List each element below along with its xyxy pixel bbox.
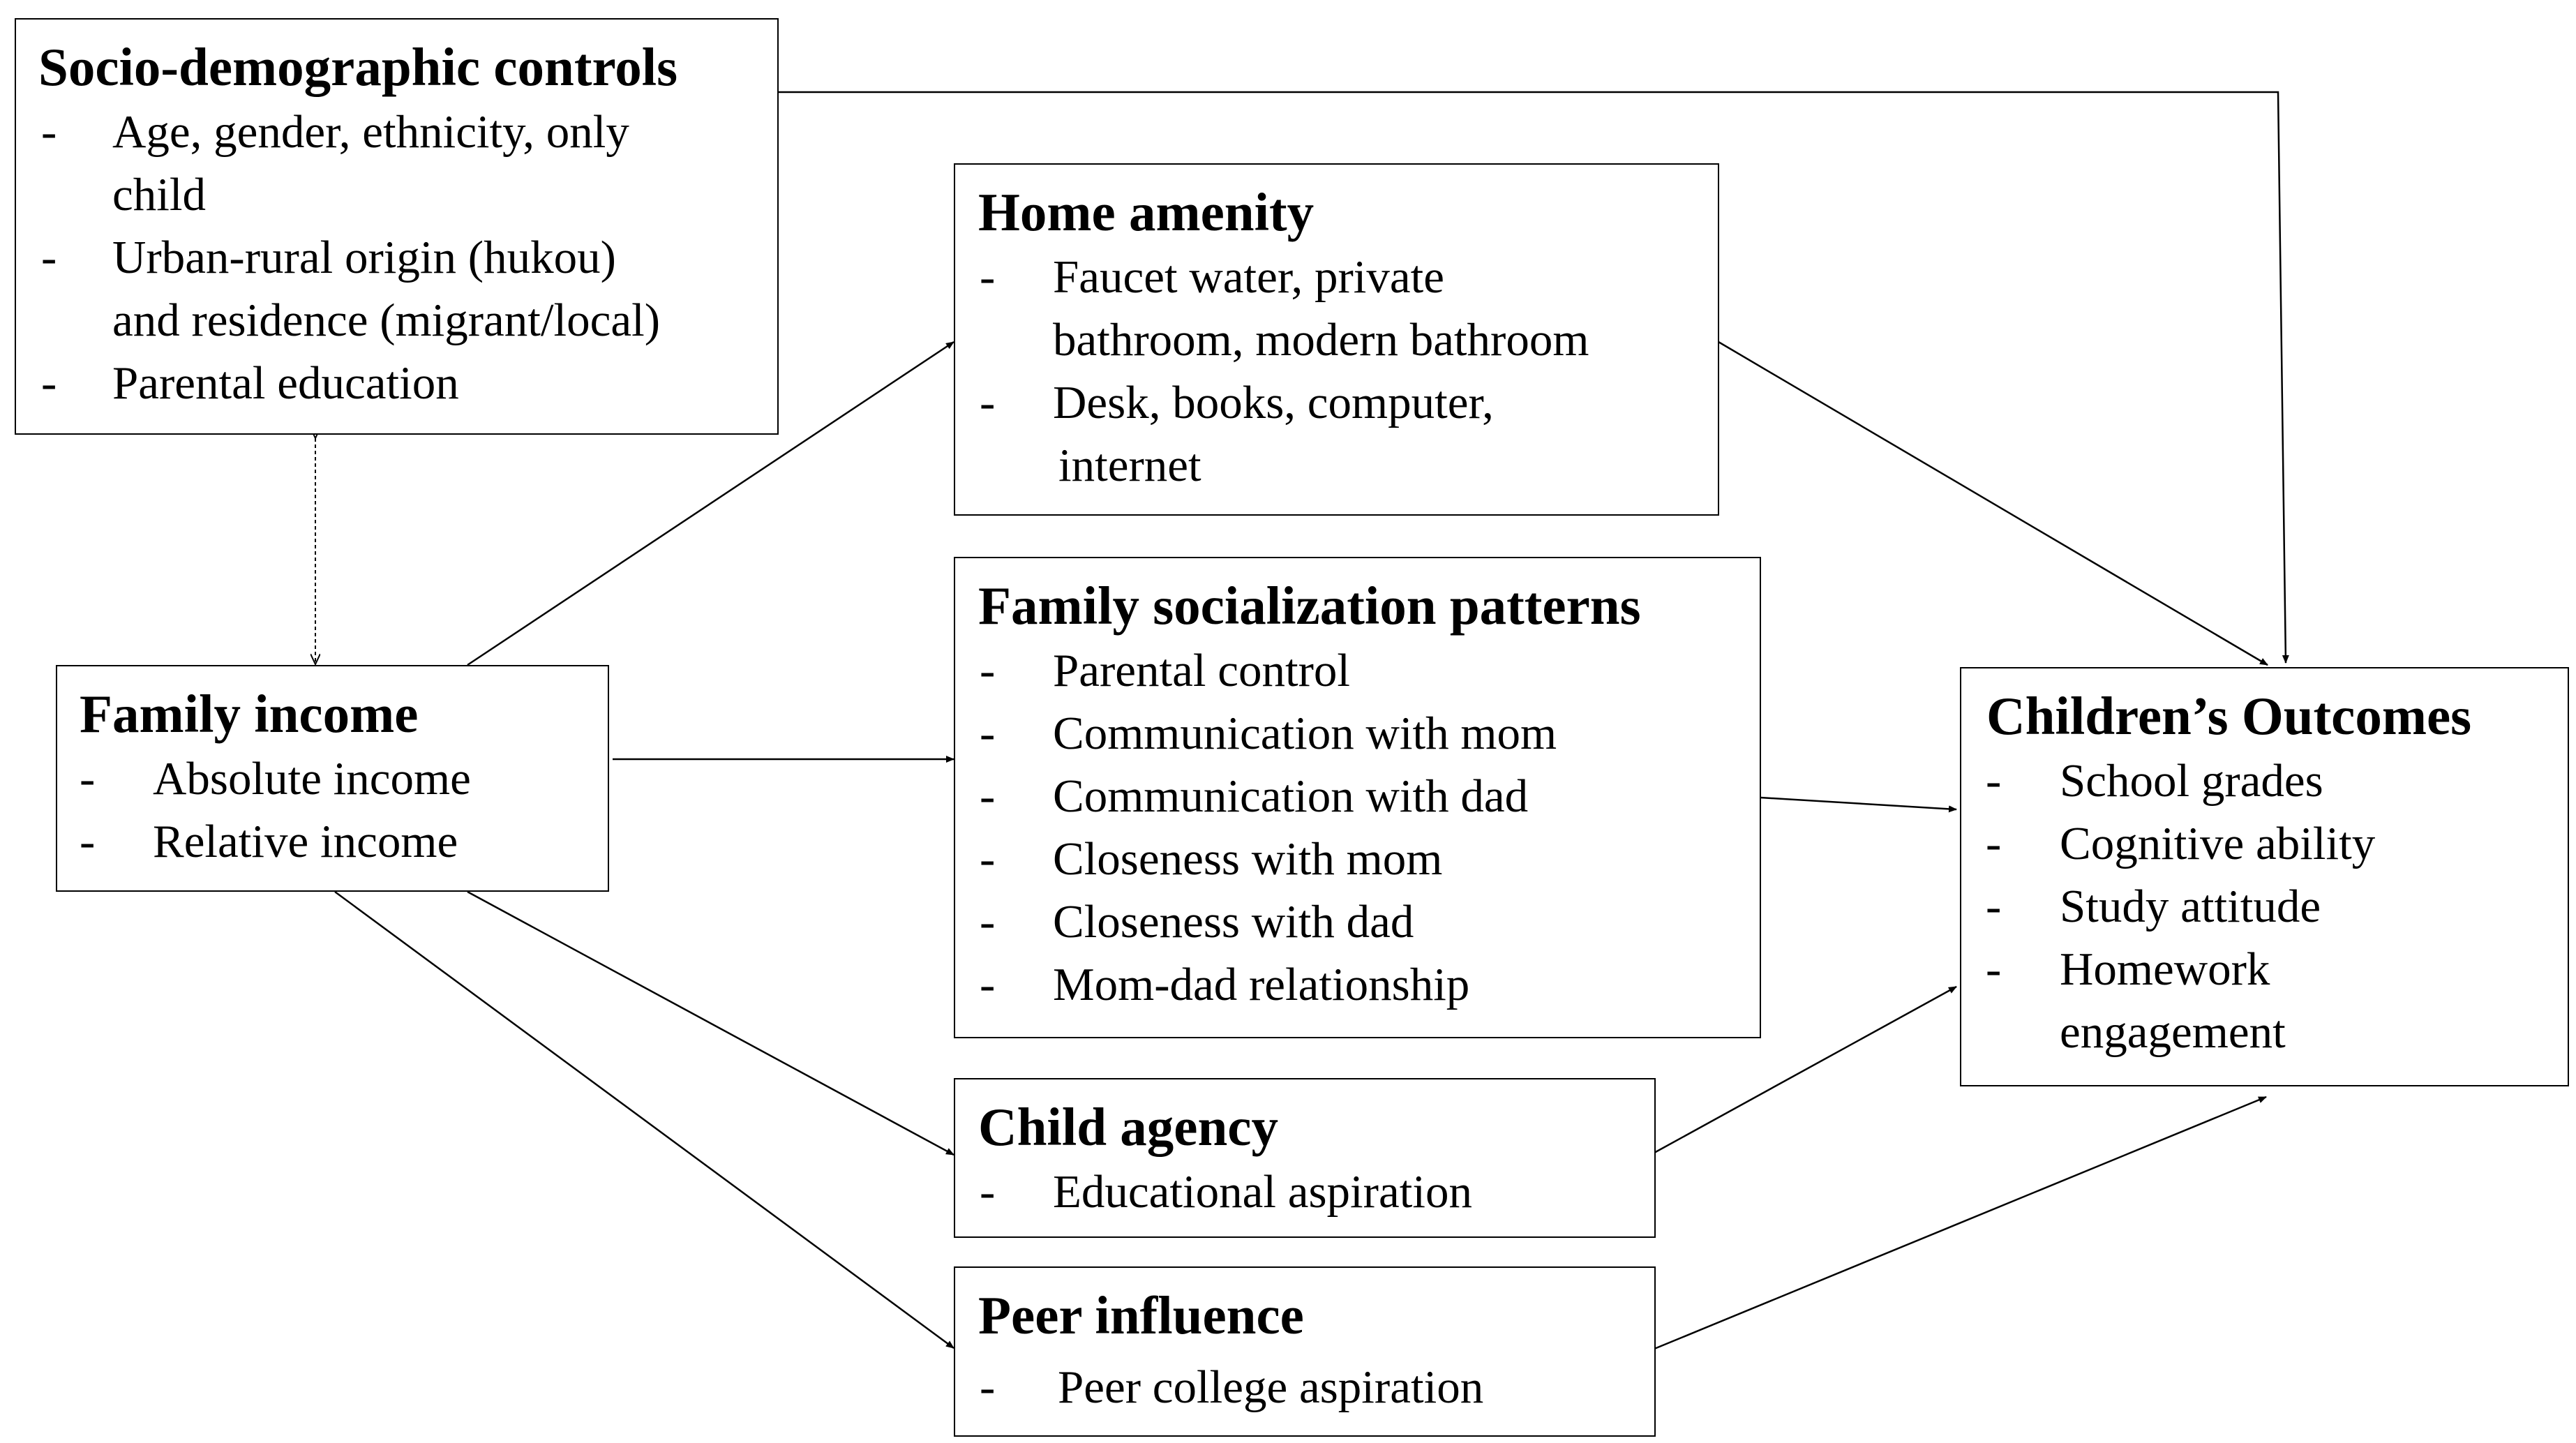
home-amenity-box: Home amenity - Faucet water, private bat… xyxy=(954,163,1719,516)
bullet-dash: - xyxy=(980,959,996,1010)
outcomes-item-4-line-2: engagement xyxy=(2060,1006,2286,1058)
family-income-item-1: Absolute income xyxy=(153,753,471,805)
peer-influence-box: Peer influence - Peer college aspiration xyxy=(954,1266,1656,1437)
bullet-dash: - xyxy=(980,708,996,759)
socialization-item-3: Communication with dad xyxy=(1053,770,1529,822)
socio-item-2-line-2: and residence (migrant/local) xyxy=(112,294,661,346)
bullet-dash: - xyxy=(80,816,96,867)
child-agency-item-1: Educational aspiration xyxy=(1053,1166,1472,1218)
child-agency-box: Child agency - Educational aspiration xyxy=(954,1078,1656,1238)
socio-item-2-line-1: Urban-rural origin (hukou) xyxy=(112,232,616,283)
arrow-income-to-agency xyxy=(467,890,954,1156)
childrens-outcomes-box: Children’s Outcomes - School grades - Co… xyxy=(1960,667,2569,1086)
bullet-dash: - xyxy=(1986,943,2002,995)
bullet-dash: - xyxy=(980,251,996,303)
outcomes-item-3: Study attitude xyxy=(2060,881,2321,932)
arrow-socialization-to-outcomes xyxy=(1760,796,1957,813)
bullet-dash: - xyxy=(41,106,57,158)
home-amenity-title: Home amenity xyxy=(978,182,1315,242)
bullet-dash: - xyxy=(41,357,57,409)
socialization-item-4: Closeness with mom xyxy=(1053,833,1443,885)
bullet-dash: - xyxy=(41,232,57,283)
outcomes-item-2: Cognitive ability xyxy=(2060,818,2376,869)
bullet-dash: - xyxy=(1986,881,2002,932)
home-item-2-line-1: Desk, books, computer, xyxy=(1053,377,1494,428)
arrow-income-to-home xyxy=(467,341,954,666)
family-socialization-title: Family socialization patterns xyxy=(978,576,1641,636)
arrow-agency-to-outcomes xyxy=(1654,985,1957,1154)
peer-influence-title: Peer influence xyxy=(978,1285,1304,1345)
socio-demographic-title: Socio-demographic controls xyxy=(38,37,678,97)
socio-item-3: Parental education xyxy=(112,357,459,409)
bullet-dash: - xyxy=(980,770,996,822)
socio-demographic-box: Socio-demographic controls - Age, gender… xyxy=(15,18,779,435)
bullet-dash: - xyxy=(980,1361,996,1413)
bullet-dash: - xyxy=(1986,755,2002,807)
bullet-dash: - xyxy=(80,753,96,805)
family-income-item-2: Relative income xyxy=(153,816,458,867)
bullet-dash: - xyxy=(1986,818,2002,869)
bullet-dash: - xyxy=(980,833,996,885)
home-item-1-line-1: Faucet water, private xyxy=(1053,251,1444,303)
socialization-item-2: Communication with mom xyxy=(1053,708,1557,759)
home-item-2-line-2: internet xyxy=(1058,440,1201,491)
outcomes-item-1: School grades xyxy=(2060,755,2323,807)
socialization-item-1: Parental control xyxy=(1053,645,1351,696)
arrow-peer-to-outcomes xyxy=(1654,1096,2267,1350)
child-agency-title: Child agency xyxy=(978,1097,1278,1157)
arrow-home-to-outcomes xyxy=(1718,341,2268,666)
bullet-dash: - xyxy=(980,377,996,428)
outcomes-item-4-line-1: Homework xyxy=(2060,943,2270,995)
socio-item-1-line-1: Age, gender, ethnicity, only xyxy=(112,106,629,158)
home-item-1-line-2: bathroom, modern bathroom xyxy=(1053,314,1589,366)
family-socialization-box: Family socialization patterns - Parental… xyxy=(954,557,1761,1038)
peer-influence-item-1: Peer college aspiration xyxy=(1058,1361,1484,1413)
socio-item-1-line-2: child xyxy=(112,169,206,220)
socialization-item-6: Mom-dad relationship xyxy=(1053,959,1470,1010)
bullet-dash: - xyxy=(980,1166,996,1218)
family-income-title: Family income xyxy=(80,684,419,744)
arrow-income-to-peer xyxy=(334,890,954,1349)
socialization-item-5: Closeness with dad xyxy=(1053,896,1414,948)
bullet-dash: - xyxy=(980,896,996,948)
childrens-outcomes-title: Children’s Outcomes xyxy=(1986,686,2472,746)
arrow-socio-to-outcomes xyxy=(778,91,2289,664)
bullet-dash: - xyxy=(980,645,996,696)
family-income-box: Family income - Absolute income - Relati… xyxy=(56,665,609,892)
